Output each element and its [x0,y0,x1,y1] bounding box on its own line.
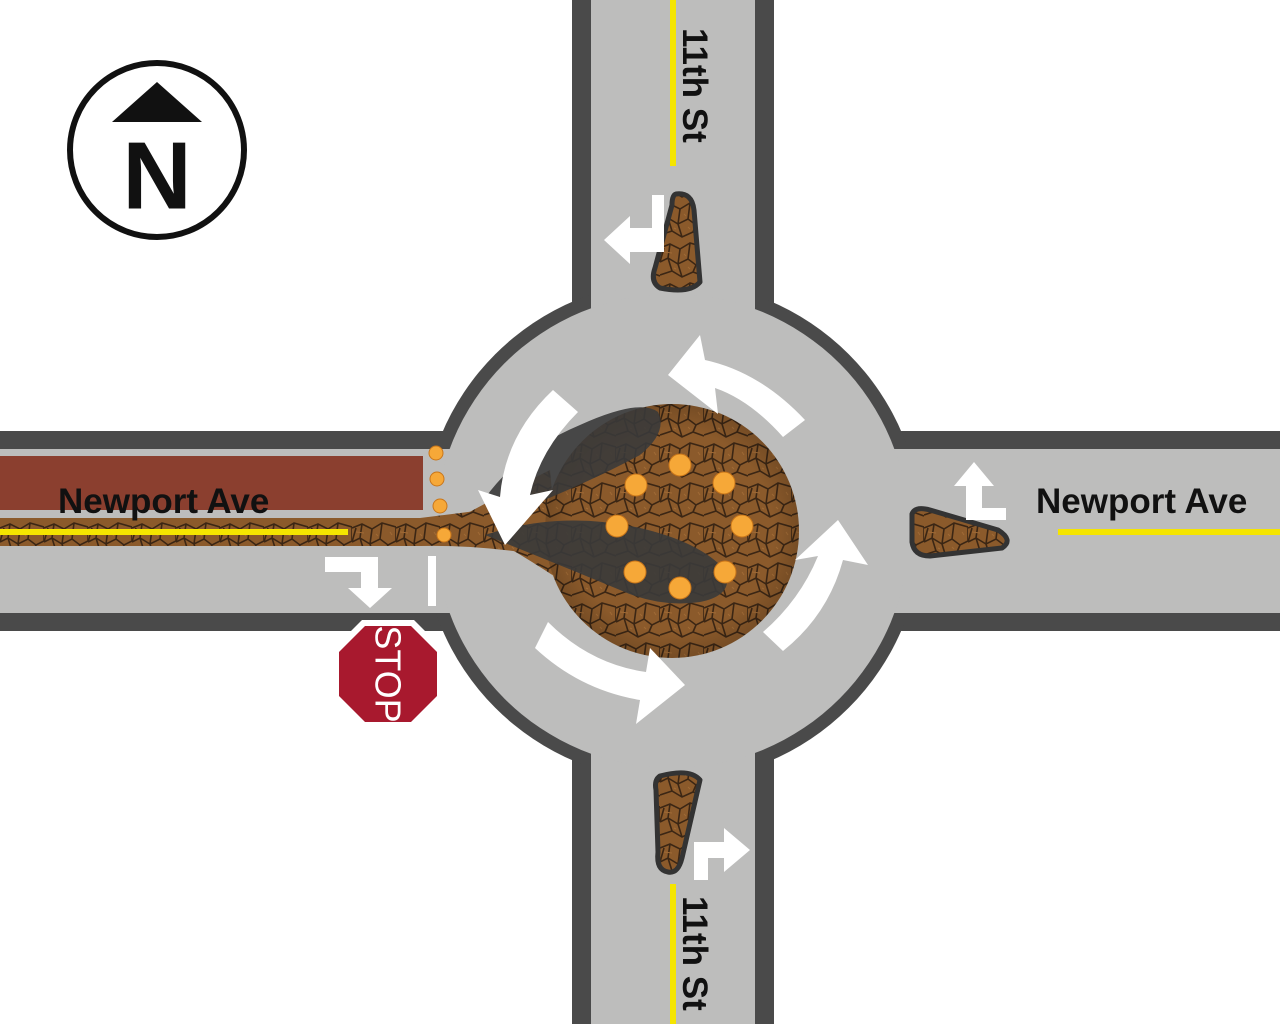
east-turn-arrow-icon [954,462,1006,520]
north-turn-arrow-icon [604,195,664,264]
bollard [668,576,692,600]
rail-strip [0,456,423,510]
south-splitter-island [653,770,703,875]
east-splitter-island [909,506,1010,559]
bollard [623,560,647,584]
north-splitter-island [650,191,703,293]
bollard [730,514,754,538]
street-label-west: Newport Ave [58,482,269,521]
stop-bar [428,556,436,606]
compass-ring [67,60,247,240]
bollards [428,445,754,600]
lane-arrows [325,195,1006,880]
compass-letter: N [122,122,191,229]
bollard [713,560,737,584]
bollard [624,473,648,497]
street-label-east: Newport Ave [1036,482,1247,521]
bollard [429,471,445,487]
stop-sign: STOP [333,620,443,728]
street-label-south: 11th St [675,896,714,1011]
south-turn-arrow-icon [694,828,750,880]
circulation-arrow-north-icon [668,335,805,437]
circulation-arrow-east-icon [763,520,868,651]
bollard [436,527,452,543]
bollard [712,471,736,495]
circulation-arrow-south-icon [535,622,685,724]
west-turn-arrow-icon [325,557,392,608]
bollard [432,498,448,514]
splitter-islands [650,191,1010,875]
bollard [668,453,692,477]
north-arrow-icon [112,82,202,122]
street-label-north: 11th St [675,28,714,143]
circulation-arrows [478,335,868,724]
stop-sign-text: STOP [368,625,409,722]
circulation-arrow-west-icon [478,390,578,545]
west-cobble-strip [0,505,520,552]
north-compass: N [67,60,247,240]
street-labels: Newport Ave Newport Ave 11th St 11th St [58,28,1247,1011]
bollard [428,445,444,461]
bollard [605,514,629,538]
